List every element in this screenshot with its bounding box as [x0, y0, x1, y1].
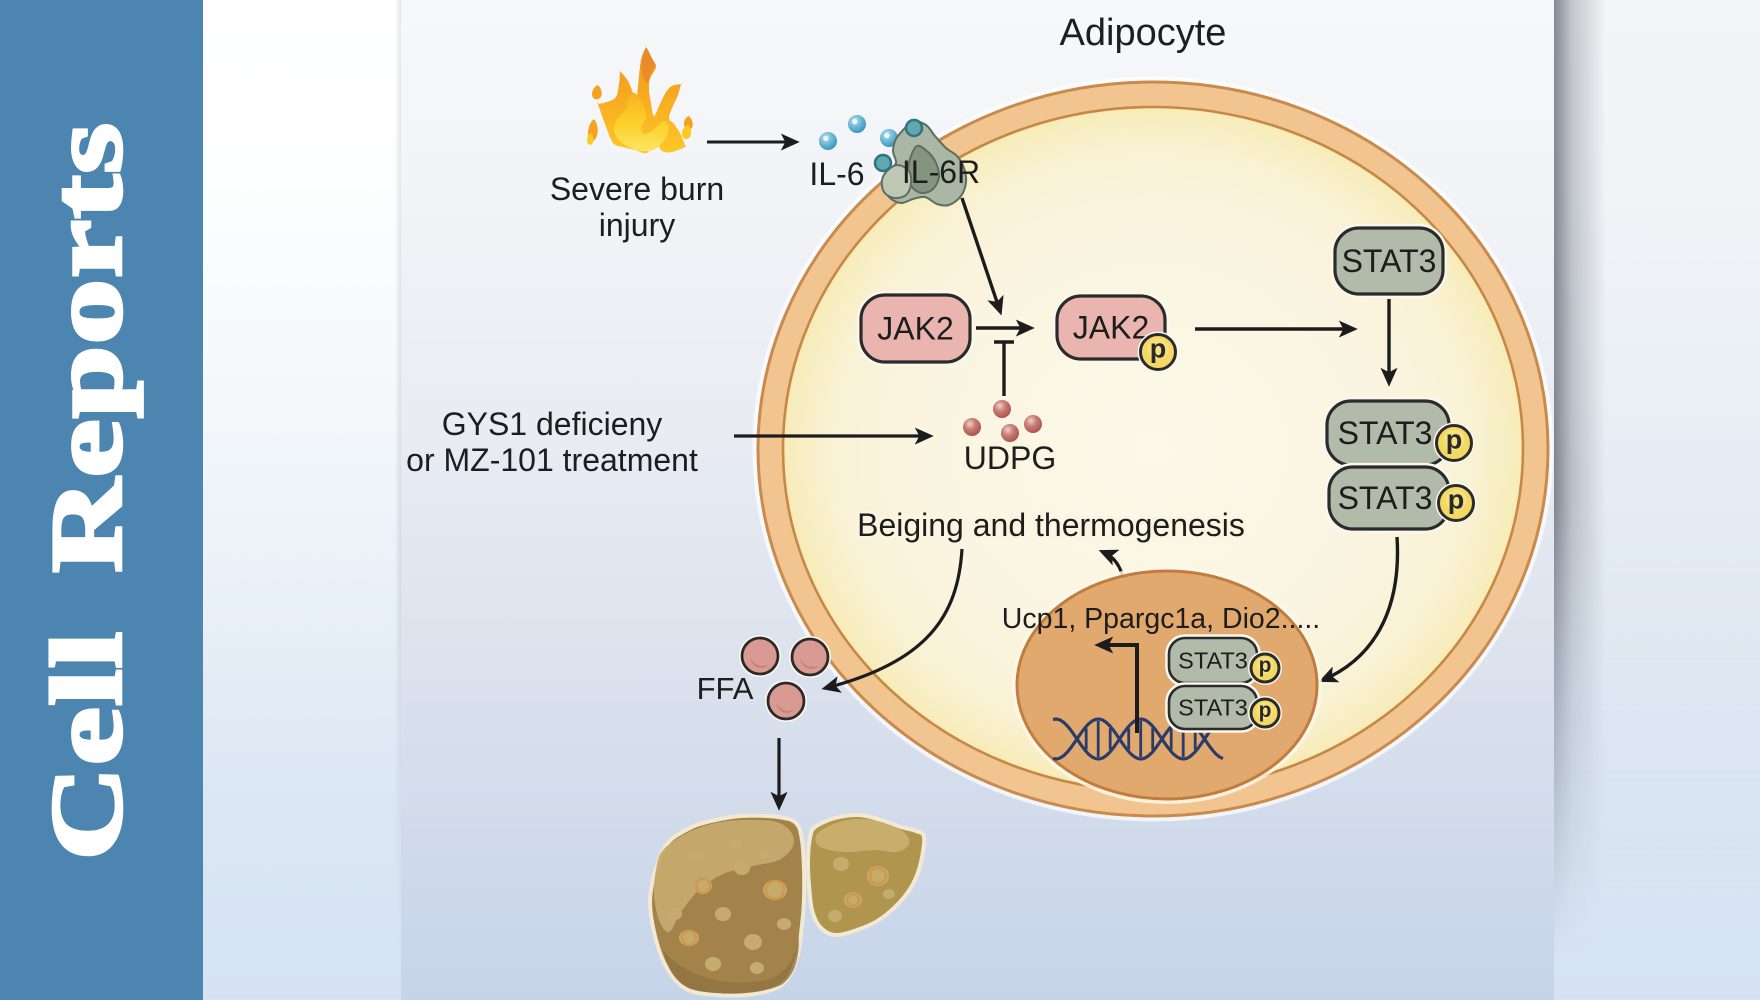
svg-text:p: p [1259, 654, 1272, 677]
svg-text:Ucp1, Ppargc1a, Dio2.....: Ucp1, Ppargc1a, Dio2..... [1002, 603, 1320, 635]
svg-text:IL-6: IL-6 [809, 156, 864, 192]
svg-text:Adipocyte: Adipocyte [1060, 12, 1227, 54]
svg-text:p: p [1446, 424, 1463, 454]
svg-text:IL-6R: IL-6R [902, 154, 980, 190]
svg-text:STAT3: STAT3 [1338, 415, 1433, 451]
svg-text:STAT3: STAT3 [1342, 243, 1437, 279]
svg-text:FFA: FFA [697, 671, 754, 706]
svg-text:Severe burn: Severe burn [550, 171, 724, 207]
svg-text:UDPG: UDPG [964, 440, 1056, 476]
svg-text:p: p [1448, 484, 1465, 514]
svg-text:GYS1 deficieny: GYS1 deficieny [442, 406, 663, 442]
svg-text:STAT3: STAT3 [1178, 648, 1248, 674]
svg-text:JAK2: JAK2 [877, 311, 953, 347]
svg-text:STAT3: STAT3 [1338, 480, 1433, 516]
svg-text:Beiging and thermogenesis: Beiging and thermogenesis [857, 507, 1245, 543]
svg-text:or MZ-101 treatment: or MZ-101 treatment [406, 442, 698, 478]
svg-text:p: p [1259, 699, 1272, 722]
svg-text:JAK2: JAK2 [1073, 310, 1149, 346]
svg-text:injury: injury [599, 207, 675, 243]
svg-text:STAT3: STAT3 [1178, 695, 1248, 721]
svg-text:p: p [1150, 333, 1167, 363]
